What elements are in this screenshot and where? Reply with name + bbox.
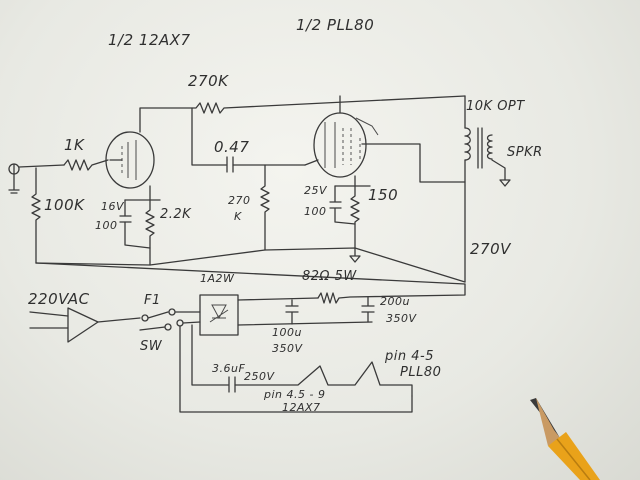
- ground-bus: [35, 247, 466, 285]
- label-heater-pll80: PLL80: [400, 365, 441, 380]
- label-speaker: SPKR: [507, 145, 543, 160]
- label-heater-12ax7-pins: pin 4.5 - 9: [263, 388, 325, 401]
- tube-pll80: [304, 95, 466, 183]
- filter-cap-1: [285, 299, 299, 325]
- grid-stopper-resistor: [63, 159, 109, 171]
- label-filter-resistor: 82Ω 5W: [302, 269, 357, 284]
- label-b-plus: 270V: [470, 240, 512, 258]
- output-transformer: [464, 95, 511, 283]
- label-tube1: 1/2 12AX7: [108, 31, 191, 49]
- label-plate-resistor: 270K: [188, 72, 229, 90]
- grid-resistor-270k-2: [260, 164, 270, 251]
- label-grid2-resistor-a: 270: [228, 194, 251, 207]
- label-bridge: 1A2W: [200, 272, 235, 285]
- label-cath1-resistor: 2.2K: [160, 207, 192, 222]
- label-cath2-cap-v: 25V: [304, 184, 328, 197]
- heater-chain: [191, 324, 413, 397]
- pencil-image: [530, 398, 600, 480]
- label-cath1-cap-u: 100: [95, 219, 118, 232]
- label-grid-stopper: 1K: [64, 136, 85, 154]
- input-jack: [8, 163, 65, 194]
- label-fuse: F1: [144, 293, 161, 308]
- label-grid2-resistor-b: K: [234, 210, 242, 223]
- label-filter-cap1-u: 100u: [272, 326, 302, 339]
- label-filter-cap1-v: 350V: [272, 342, 303, 355]
- grid-leak-resistor: [31, 167, 41, 264]
- cathode-circuit-1: [119, 185, 161, 266]
- power-switch: [139, 311, 413, 413]
- label-cath2-cap-u: 100: [304, 205, 327, 218]
- label-opt: 10K OPT: [466, 99, 525, 114]
- ac-plug: [29, 307, 141, 343]
- label-heater-cap-u: 3.6uF: [212, 362, 245, 375]
- label-cath1-cap-v: 16V: [101, 200, 125, 213]
- label-heater-12ax7: 12AX7: [282, 401, 321, 414]
- bridge-rectifier: [199, 294, 239, 336]
- plate-resistor-270k: [139, 95, 466, 133]
- label-coupling-cap: 0.47: [214, 138, 249, 156]
- dc-rail: [237, 283, 466, 326]
- label-ac-in: 220VAC: [28, 290, 90, 308]
- label-cath2-resistor: 150: [368, 186, 398, 204]
- filter-cap-2: [361, 296, 375, 323]
- coupling-capacitor: [191, 107, 306, 173]
- fuse-f1: [141, 308, 176, 322]
- label-heater-pll80-pins: pin 4-5: [384, 349, 434, 364]
- label-switch: SW: [140, 339, 163, 354]
- label-grid-leak: 100K: [44, 196, 85, 214]
- label-filter-cap2-v: 350V: [386, 312, 417, 325]
- cathode-circuit-2: [329, 175, 371, 263]
- label-heater-cap-v: 250V: [244, 370, 275, 383]
- label-tube2: 1/2 PLL80: [296, 16, 374, 34]
- label-filter-cap2-u: 200u: [380, 295, 410, 308]
- tube-12ax7: [105, 131, 155, 189]
